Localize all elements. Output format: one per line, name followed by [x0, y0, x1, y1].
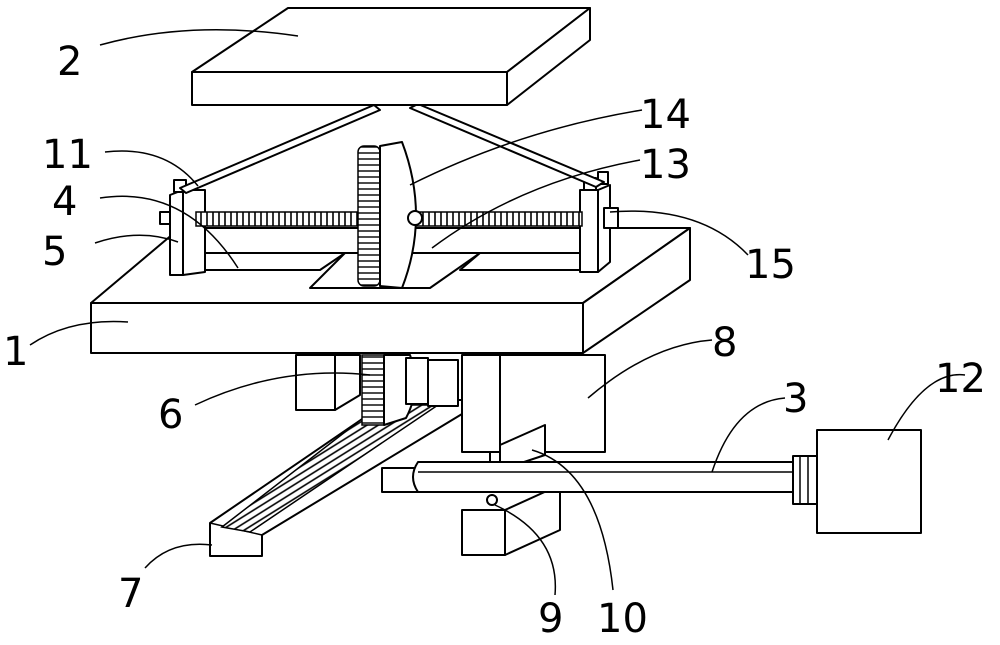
callout-9: 9 [538, 596, 563, 642]
callout-8: 8 [712, 320, 737, 366]
lower-bearing-block [295, 354, 361, 411]
callout-14: 14 [640, 92, 691, 138]
hydraulic-cylinder [381, 455, 818, 505]
callout-6: 6 [158, 392, 183, 438]
callout-15: 15 [745, 242, 796, 288]
base-plate [90, 227, 691, 354]
motor [816, 429, 922, 534]
callout-2: 2 [57, 39, 82, 85]
callout-5: 5 [42, 229, 67, 275]
callout-10: 10 [597, 596, 648, 642]
callout-4: 4 [52, 179, 77, 225]
callout-11: 11 [42, 132, 93, 178]
callout-3: 3 [783, 376, 808, 422]
support-column [461, 354, 606, 453]
callout-labels: 2 11 4 5 14 13 15 1 8 12 3 6 7 9 10 [3, 39, 986, 642]
callout-13: 13 [640, 142, 691, 188]
top-platform [191, 7, 591, 106]
spur-gear [357, 141, 423, 289]
callout-7: 7 [118, 571, 143, 617]
callout-12: 12 [935, 356, 986, 402]
callout-1: 1 [3, 329, 28, 375]
lower-support-block [461, 484, 561, 556]
leader-lines [29, 29, 966, 596]
lower-gear [361, 354, 459, 426]
